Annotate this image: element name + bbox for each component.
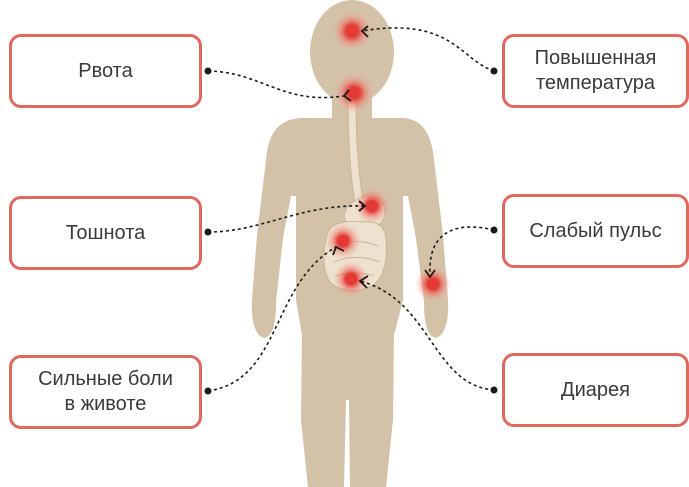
symptom-vomiting-label: Рвота <box>78 59 132 84</box>
symptom-abdominal-pain-label: Сильные боли в животе <box>38 367 173 417</box>
symptom-vomiting-box: Рвота <box>9 34 202 108</box>
legs <box>301 330 394 487</box>
symptom-weak-pulse-label: Слабый пульс <box>529 219 661 244</box>
symptom-abdominal-pain-box: Сильные боли в животе <box>9 355 202 429</box>
symptom-diarrhea-label: Диарея <box>561 378 630 403</box>
symptom-nausea-box: Тошнота <box>9 196 202 270</box>
symptom-fever-box: Повышенная температура <box>502 34 689 108</box>
symptom-nausea-label: Тошнота <box>66 221 146 246</box>
symptom-weak-pulse-box: Слабый пульс <box>502 194 689 268</box>
symptom-diarrhea-box: Диарея <box>502 353 689 427</box>
symptom-fever-label: Повышенная температура <box>535 46 657 96</box>
